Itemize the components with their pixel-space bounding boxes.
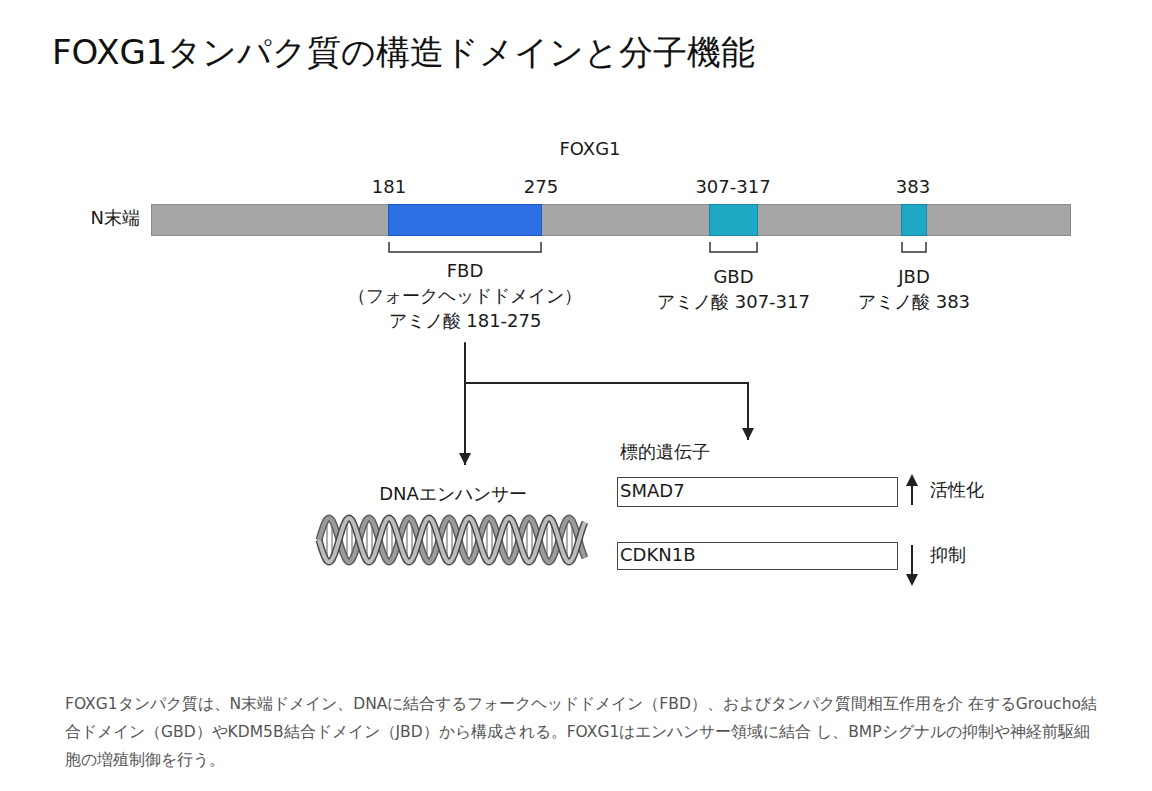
down-arrow-symbol <box>911 545 913 575</box>
node-sublabel: （フォークヘッドドメイン） <box>335 284 595 307</box>
node-sublabel: アミノ酸 181-275 <box>335 309 595 332</box>
up-arrow-symbol <box>906 474 918 486</box>
node-label: SMAD7 <box>620 479 890 502</box>
residue-number: 181 <box>359 175 419 198</box>
residue-number: 307-317 <box>683 175 783 198</box>
kdm5b-binding-domain: JBDアミノ酸 383 <box>902 205 926 235</box>
regulation-label: 活性化 <box>930 478 1020 501</box>
node-label: JBD <box>814 265 1014 288</box>
terminus-label: N末端 <box>60 206 140 229</box>
domain-bracket <box>389 242 541 252</box>
node-sublabel: アミノ酸 307-317 <box>634 290 834 313</box>
forkhead-domain: FBD（フォークヘッドドメイン）アミノ酸 181-275 <box>389 205 541 235</box>
down-arrow-symbol <box>906 574 918 586</box>
node-label: CDKN1B <box>620 543 890 566</box>
regulation-label: 抑制 <box>930 543 1020 566</box>
node-label: 標的遺伝子 <box>620 440 820 463</box>
node-sublabel: アミノ酸 383 <box>814 290 1014 313</box>
node-label: FBD <box>335 259 595 282</box>
dna-strand <box>319 518 585 562</box>
groucho-binding-domain: GBDアミノ酸 307-317 <box>710 205 757 235</box>
diagram-title: FOXG1タンパク質の構造ドメインと分子機能 <box>52 30 755 74</box>
gene-box: CDKN1B <box>617 542 898 570</box>
dna-enhancer: DNAエンハンサー <box>318 465 588 573</box>
dna-helix-illustration <box>319 512 587 570</box>
flow-arrow <box>465 342 748 440</box>
dna-strand <box>319 518 585 562</box>
up-arrow-symbol <box>911 484 913 505</box>
gene-box: SMAD7 <box>617 477 898 507</box>
protein-bar: FOXG1FBD（フォークヘッドドメイン）アミノ酸 181-275GBDアミノ酸… <box>152 205 1070 235</box>
node-label: DNAエンハンサー <box>318 482 588 505</box>
target-gene-group: 標的遺伝子 SMAD7CDKN1B <box>612 440 912 575</box>
figure-caption: FOXG1タンパク質は、N末端ドメイン、DNAに結合するフォークヘッドドメイン（… <box>65 690 1100 774</box>
dna-strand <box>319 518 585 562</box>
domain-bracket <box>710 242 757 252</box>
domain-bracket <box>902 242 926 252</box>
residue-number: 275 <box>511 175 571 198</box>
dna-strand <box>319 518 585 562</box>
node-label: FOXG1 <box>540 137 640 160</box>
node-label: GBD <box>634 265 834 288</box>
residue-number: 383 <box>883 175 943 198</box>
